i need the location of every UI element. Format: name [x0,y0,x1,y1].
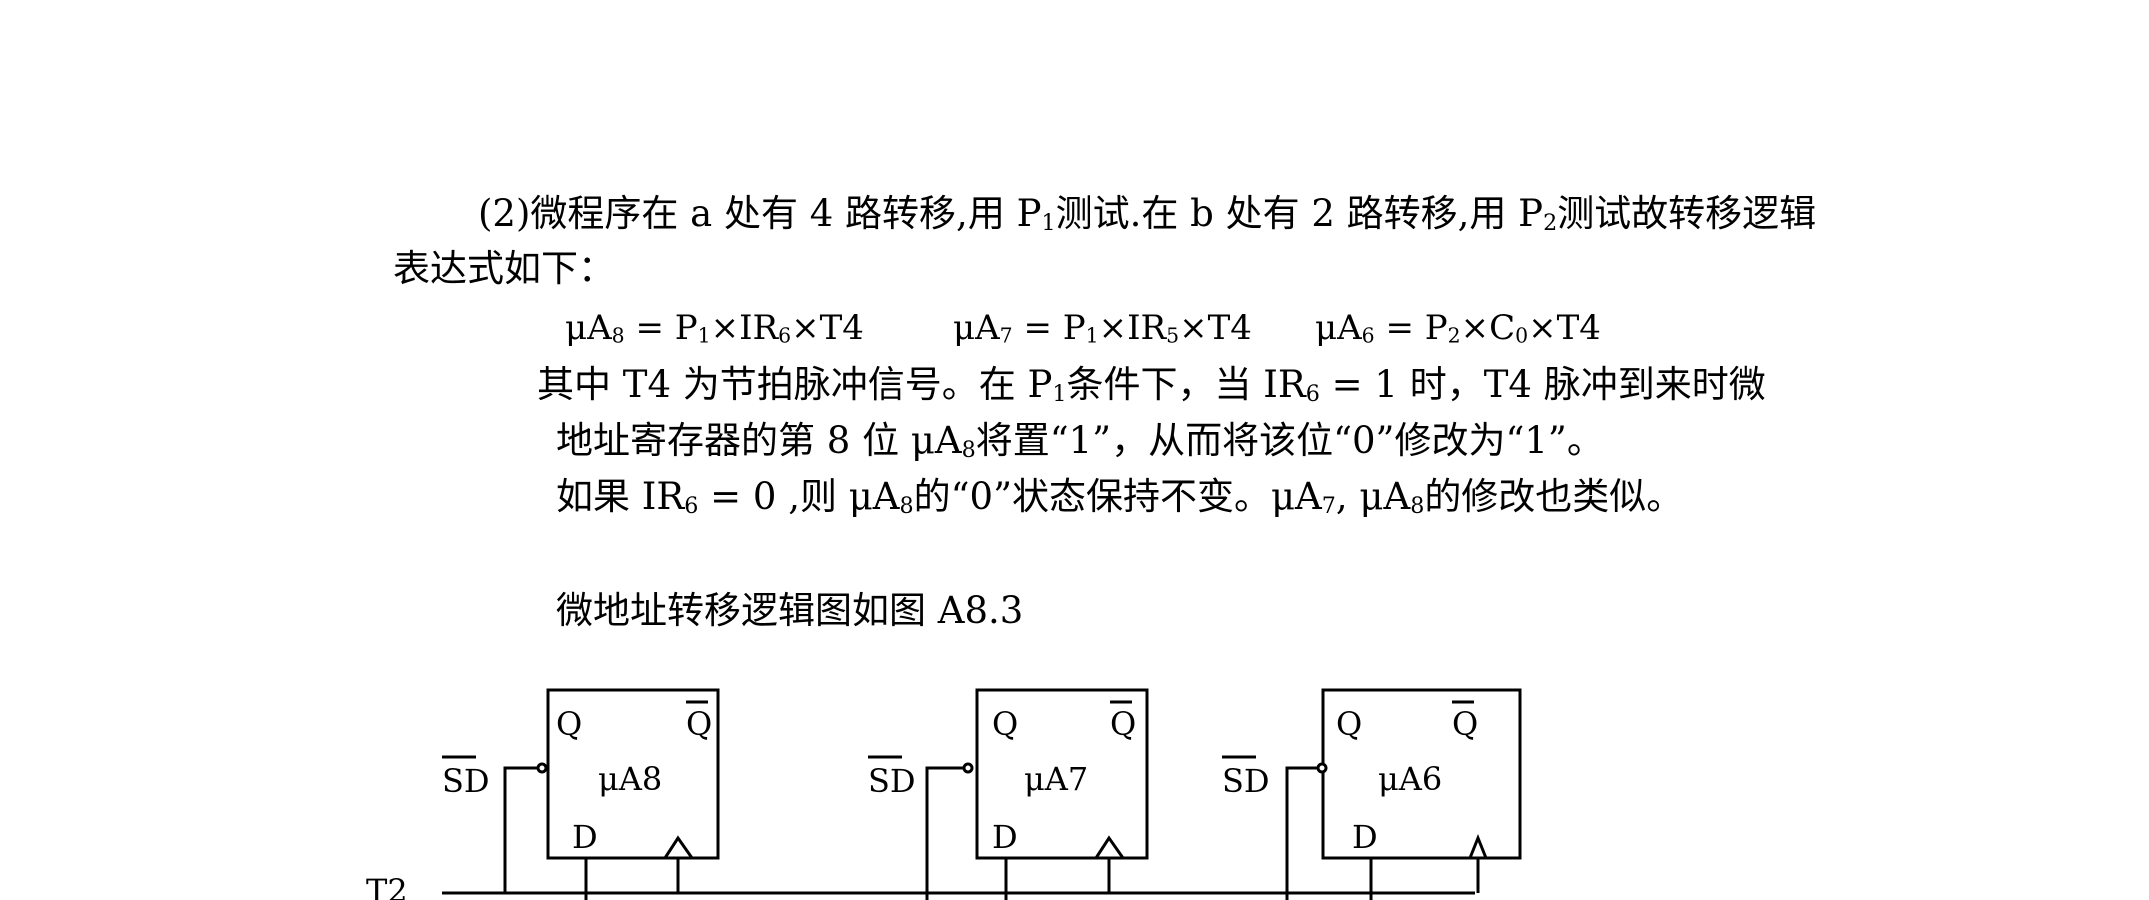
paragraph-line-2: 表达式如下： [393,247,615,290]
explanation-line-2: 地址寄存器的第 8 位 μA8将置“1”，从而将该位“0”修改为“1”。 [556,419,1604,463]
ff1-qbar: Q [686,705,712,743]
set-inversion-ua6 [1316,762,1328,774]
set-inversion-ua8 [536,762,548,774]
set-inversion-ua7 [962,762,974,774]
ff3-d: D [1352,818,1378,856]
equation-ua7: μA7 = P1×IR5×T4 [953,308,1252,348]
set-wire-ua6 [1285,766,1318,900]
clock-label: T2 [366,872,408,900]
ff2-name: μA7 [1024,760,1088,798]
flipflop-box-ua8 [546,688,720,860]
ff2-qbar: Q [1110,705,1136,743]
ff3-name: μA6 [1378,760,1442,798]
figure-caption: 微地址转移逻辑图如图 A8.3 [556,589,1024,632]
sd-label-2: SD [868,762,916,800]
equation-ua6: μA6 = P2×C0×T4 [1315,308,1601,348]
ff1-d: D [572,818,598,856]
clock-triangle-ua8 [663,835,694,859]
ff3-qbar: Q [1452,705,1478,743]
sd-label-3: SD [1222,762,1270,800]
clock-triangle-ua7 [1094,835,1125,859]
flipflop-box-ua6 [1321,688,1522,860]
ff1-q: Q [556,705,582,743]
flipflop-box-ua7 [975,688,1149,860]
ff2-d: D [992,818,1018,856]
set-wire-ua7 [925,766,964,900]
sd-label-1: SD [442,762,490,800]
ff3-q: Q [1336,705,1362,743]
explanation-line-1: 其中 T4 为节拍脉冲信号。在 P1条件下，当 IR6 = 1 时，T4 脉冲到… [537,363,1766,407]
equation-ua8: μA8 = P1×IR6×T4 [565,308,864,348]
set-wire-ua8 [503,766,538,893]
explanation-line-3: 如果 IR6 = 0 ,则 μA8的“0”状态保持不变。μA7, μA8的修改也… [556,475,1684,519]
ff1-name: μA8 [598,760,662,798]
clock-triangle-ua6 [1468,833,1488,859]
paragraph-line-1: (2)微程序在 a 处有 4 路转移,用 P1测试.在 b 处有 2 路转移,用… [478,192,1817,236]
ff2-q: Q [992,705,1018,743]
